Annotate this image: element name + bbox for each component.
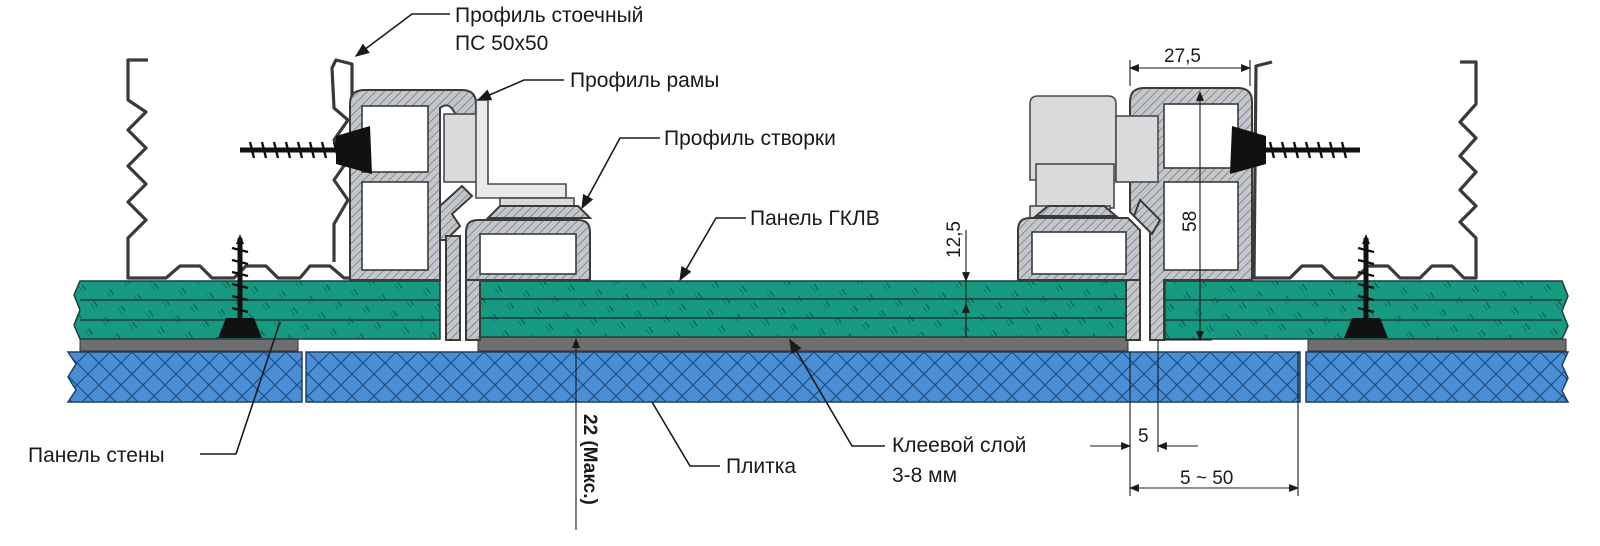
tile-right (1305, 351, 1570, 403)
label-tile: Плитка (726, 455, 796, 478)
label-panel-gklv: Панель ГКЛВ (750, 207, 880, 230)
tile-layer (66, 351, 1570, 403)
screw-vertical-left (218, 234, 262, 338)
label-frame-profile: Профиль рамы (570, 69, 719, 92)
dim-width-27-5: 27,5 (1164, 46, 1201, 67)
label-sash-profile: Профиль створки (664, 127, 836, 150)
dim-height-12-5: 12,5 (944, 221, 965, 258)
glue-left (79, 338, 299, 352)
frame-profile-left (349, 89, 477, 341)
tile-middle (305, 351, 1301, 403)
stud-profile-left (126, 58, 354, 280)
dim-gap-5: 5 (1138, 426, 1149, 447)
label-stud-profile-line2: ПС 50x50 (455, 32, 548, 55)
screw-horizontal-left (240, 126, 372, 174)
dimension-lines (572, 60, 1299, 530)
gklv-panel (475, 280, 1129, 338)
green-panels (73, 280, 1569, 340)
wall-panel-left (73, 280, 441, 340)
screw-horizontal-right (1230, 126, 1360, 174)
stud-profile-right (1252, 60, 1478, 280)
dim-height-58: 58 (1180, 211, 1201, 232)
screw-vertical-right (1344, 234, 1388, 338)
glue-right (1307, 338, 1567, 352)
label-stud-profile-line1: Профиль стоечный (455, 4, 643, 27)
sash-profile-left (465, 205, 593, 341)
frame-profile-right (1129, 87, 1253, 341)
leader-lines (200, 13, 885, 467)
sash-profile-right (1017, 205, 1141, 341)
frame-bracket-left (443, 99, 575, 219)
label-wall-panel: Панель стены (28, 444, 165, 467)
dim-range-5-50: 5 ~ 50 (1180, 468, 1233, 489)
label-glue-layer-line1: Клеевой слой (892, 434, 1026, 457)
label-glue-layer-line2: 3-8 мм (892, 464, 957, 487)
tile-left (66, 351, 303, 403)
dim-depth-22-max: 22 (Макс.) (579, 414, 600, 505)
